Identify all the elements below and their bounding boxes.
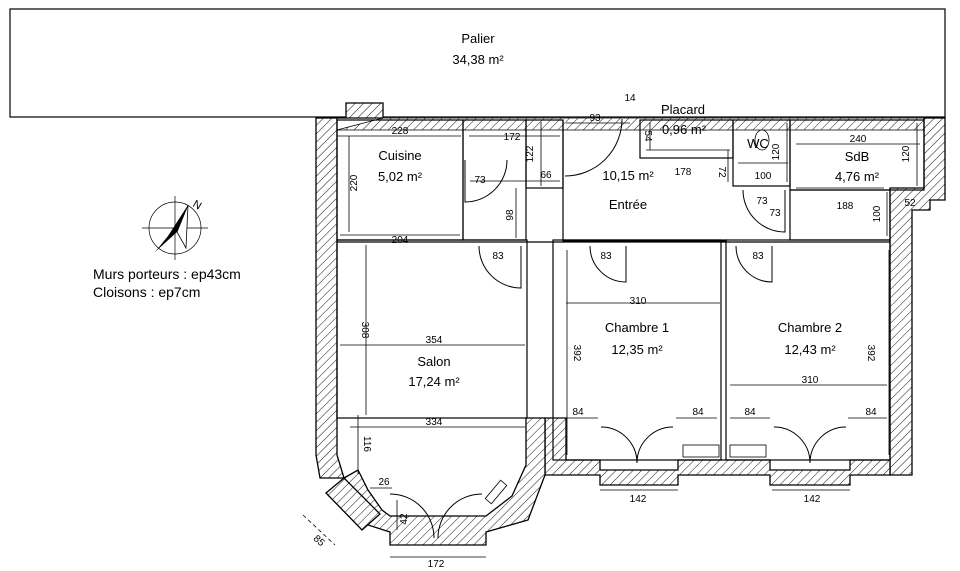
sdb-label: SdB	[845, 149, 870, 164]
dim-85: 85	[311, 533, 327, 549]
dim-83-a: 83	[492, 251, 504, 262]
dim-142-a: 142	[630, 494, 647, 505]
palier-label: Palier	[461, 31, 495, 46]
dim-204: 204	[392, 235, 409, 246]
compass-north-label: N	[191, 198, 204, 212]
dim-228: 228	[392, 126, 409, 137]
dim-392-a: 392	[571, 345, 582, 362]
dim-14: 14	[624, 93, 636, 104]
dim-54: 54	[642, 130, 653, 142]
chambre2-area: 12,43 m²	[784, 342, 836, 357]
dim-142-b: 142	[804, 494, 821, 505]
palier-area	[9, 8, 946, 118]
exterior-wall-bottom-right	[544, 417, 891, 486]
exterior-wall-left	[315, 102, 384, 479]
entree-area: 10,15 m²	[602, 168, 654, 183]
toilet-icon	[754, 129, 770, 151]
chambre2-label: Chambre 2	[778, 320, 842, 335]
palier-area-label: 34,38 m²	[452, 52, 504, 67]
dim-66: 66	[540, 170, 552, 181]
dim-26: 26	[378, 477, 390, 488]
dim-310-a: 310	[630, 296, 647, 307]
dim-354: 354	[426, 335, 443, 346]
dim-178: 178	[675, 167, 692, 178]
dim-84-d: 84	[865, 407, 877, 418]
dim-93: 93	[589, 113, 601, 124]
dim-83-c: 83	[752, 251, 764, 262]
dim-116: 116	[361, 436, 372, 452]
dim-392-b: 392	[865, 345, 876, 362]
dim-100-wc: 100	[755, 171, 772, 182]
dim-42: 42	[399, 513, 410, 525]
dim-84-c: 84	[744, 407, 756, 418]
dim-240: 240	[850, 134, 867, 145]
exterior-wall-right	[889, 117, 946, 476]
dim-72: 72	[716, 166, 727, 178]
chambre1-label: Chambre 1	[605, 320, 669, 335]
wc-label: WC	[747, 136, 769, 151]
exterior-wall-salon-bay	[343, 417, 546, 546]
salon-label: Salon	[417, 354, 450, 369]
north-compass-icon: N	[142, 196, 208, 260]
dim-83-b: 83	[600, 251, 612, 262]
legend: Murs porteurs : ep43cm Cloisons : ep7cm	[93, 265, 241, 301]
dim-310-b: 310	[802, 375, 819, 386]
dim-52: 52	[904, 198, 916, 209]
dim-334: 334	[426, 417, 443, 428]
placard-area: 0,96 m²	[662, 122, 707, 137]
dim-172-bottom: 172	[428, 559, 445, 570]
dim-84-a: 84	[572, 407, 584, 418]
dim-120-wc: 120	[771, 143, 782, 160]
salon-area: 17,24 m²	[408, 374, 460, 389]
door-swings	[389, 118, 847, 539]
legend-partitions: Cloisons : ep7cm	[93, 284, 201, 300]
placard-label: Placard	[661, 102, 705, 117]
cuisine-label: Cuisine	[378, 148, 421, 163]
dim-120-sdb: 120	[901, 145, 912, 162]
chambre1-area: 12,35 m²	[611, 342, 663, 357]
dim-73-b: 73	[756, 196, 768, 207]
dim-100-sdb: 100	[872, 205, 883, 222]
dim-308: 308	[359, 322, 370, 339]
exterior-wall-oblique	[325, 477, 381, 531]
dim-84-b: 84	[692, 407, 704, 418]
dim-172-top: 172	[504, 132, 521, 143]
radiators	[484, 444, 767, 505]
legend-walls: Murs porteurs : ep43cm	[93, 266, 241, 282]
dimension-labels: 228 172 93 14 54 240 220 122 66 73 98 20…	[311, 93, 916, 570]
dim-122: 122	[525, 145, 536, 162]
dim-220: 220	[349, 174, 360, 191]
entree-label: Entrée	[609, 197, 647, 212]
sdb-area: 4,76 m²	[835, 169, 880, 184]
cuisine-area: 5,02 m²	[378, 169, 423, 184]
dim-188: 188	[837, 201, 854, 212]
dim-73-c: 73	[769, 208, 781, 219]
dim-98: 98	[505, 209, 516, 221]
dim-73-a: 73	[474, 175, 486, 186]
dimension-lines	[302, 122, 920, 558]
